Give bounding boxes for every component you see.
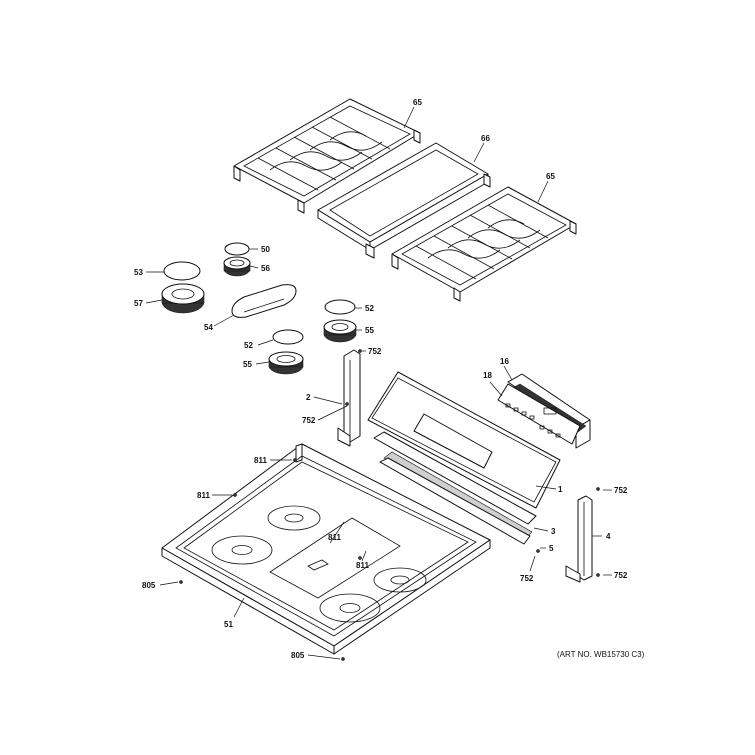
callout-55-lower: 55 — [243, 360, 252, 369]
burner-cap-50 — [224, 242, 250, 256]
burner-cap-52-lower — [272, 329, 304, 345]
screws — [179, 349, 600, 661]
callout-752-top-bracket: 752 — [368, 347, 382, 356]
keypad-overlay-18 — [497, 383, 581, 445]
callout-52-lower: 52 — [244, 341, 253, 350]
callout-66-griddle: 66 — [481, 134, 490, 143]
callout-57: 57 — [134, 299, 143, 308]
callout-4: 4 — [606, 532, 611, 541]
callout-53: 53 — [134, 268, 143, 277]
leader-lines — [145, 106, 612, 660]
burner-head-55-upper — [323, 319, 357, 343]
callout-811-center: 811 — [328, 533, 341, 542]
callout-65-left-grate: 65 — [413, 98, 422, 107]
burner-head-55-lower — [268, 351, 304, 375]
control-panel-trim-3 — [373, 431, 537, 545]
callout-65-right-grate: 65 — [546, 172, 555, 181]
callout-752-front-trim: 752 — [520, 574, 534, 583]
callout-811-rear: 811 — [254, 456, 267, 465]
burner-head-57 — [161, 283, 205, 314]
callout-18: 18 — [483, 371, 492, 380]
callout-51: 51 — [224, 620, 233, 629]
callout-52-upper: 52 — [365, 304, 374, 313]
callout-16: 16 — [500, 357, 509, 366]
left-burner-grate — [233, 98, 421, 214]
simmer-burner-54 — [231, 284, 297, 318]
callout-55-upper: 55 — [365, 326, 374, 335]
main-top-51 — [161, 443, 491, 655]
callout-50: 50 — [261, 245, 270, 254]
burner-cap-52-upper — [324, 299, 356, 315]
callout-811-front: 811 — [356, 561, 369, 570]
right-burner-grate — [391, 186, 577, 302]
callout-5: 5 — [549, 544, 554, 553]
burner-head-56 — [223, 256, 251, 277]
burner-cap-53 — [163, 261, 201, 281]
callout-labels: 65 66 65 50 53 56 57 52 54 55 52 55 752 … — [134, 98, 628, 660]
callout-805-front: 805 — [291, 651, 305, 660]
callout-752-right-lower: 752 — [614, 571, 628, 580]
callout-2: 2 — [306, 393, 311, 402]
callout-805-left: 805 — [142, 581, 156, 590]
callout-752-left-bracket: 752 — [302, 416, 316, 425]
right-side-bracket-4 — [565, 495, 593, 583]
callout-752-right-upper: 752 — [614, 486, 628, 495]
art-number: (ART NO. WB15730 C3) — [557, 650, 645, 659]
left-side-bracket-2 — [337, 349, 361, 447]
callout-811-left: 811 — [197, 491, 210, 500]
callout-1: 1 — [558, 485, 563, 494]
callout-3: 3 — [551, 527, 556, 536]
control-panel-backguard-1 — [367, 371, 561, 509]
callout-54: 54 — [204, 323, 213, 332]
callout-56: 56 — [261, 264, 270, 273]
griddle-plate — [317, 142, 491, 259]
burner-openings — [211, 505, 427, 623]
